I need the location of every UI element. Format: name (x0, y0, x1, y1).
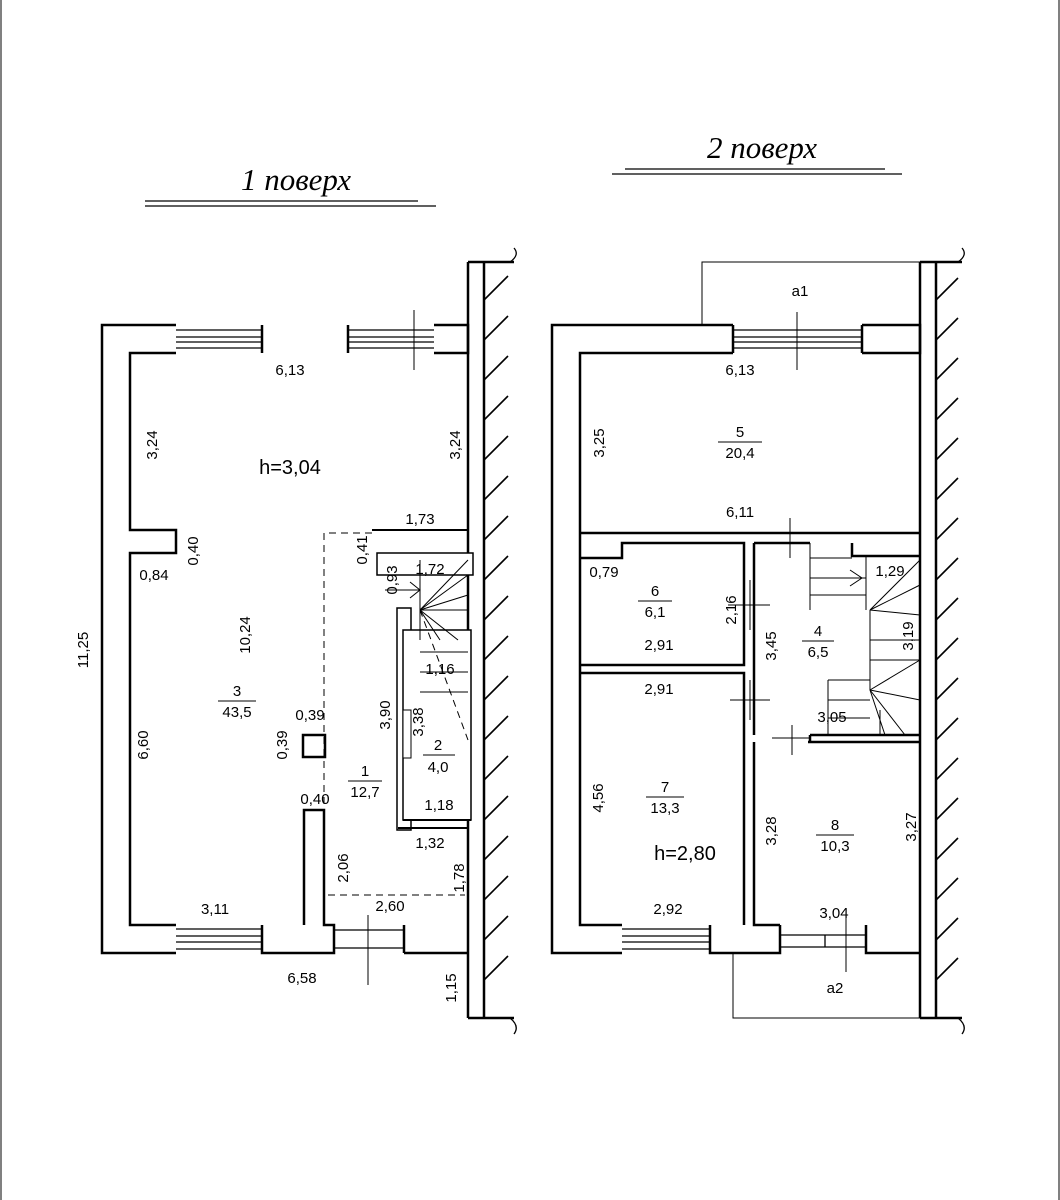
room-area: 43,5 (222, 704, 251, 721)
room-label: 7 13,3 (646, 779, 684, 817)
ceiling-height-label: h=2,80 (654, 843, 716, 865)
dimension-label: 3,19 (900, 621, 917, 650)
window-bottom (622, 912, 866, 972)
room-number: 2 (434, 737, 442, 754)
dimension-label: 0,84 (139, 567, 168, 584)
window-top (733, 312, 862, 370)
dimension-label: 1,32 (415, 835, 444, 852)
dimension-label: 1,72 (415, 561, 444, 578)
dimension-label: 1,29 (875, 563, 904, 580)
dimension-label: 3,25 (591, 428, 608, 457)
dimension-label: 0,40 (185, 536, 202, 565)
dimension-label: 6,13 (725, 362, 754, 379)
title-floor-1-text: 1 поверх (241, 162, 351, 197)
dimension-label: 3,11 (201, 901, 229, 918)
dimension-label: 6,11 (726, 504, 754, 521)
room-area: 20,4 (725, 445, 754, 462)
dimension-label: 0,39 (295, 707, 324, 724)
window-bottom (176, 915, 404, 985)
room-number: 7 (661, 779, 669, 796)
dimension-label: 4,56 (590, 783, 607, 812)
dimension-label: 0,79 (589, 564, 618, 581)
column (301, 733, 327, 759)
party-wall (918, 247, 965, 1035)
dimension-label: 3,04 (819, 905, 848, 922)
room-label: 4 6,5 (802, 623, 834, 661)
dimension-label: 3,90 (377, 700, 394, 729)
floor-2-labels: h=2,80 5 20,4 6 6,1 4 6,5 7 13,3 (589, 362, 920, 922)
title-floor-1: 1 поверх (145, 162, 436, 207)
room-1-boundary (323, 532, 372, 810)
room-number: 8 (831, 817, 839, 834)
room-area: 13,3 (650, 800, 679, 817)
room-area: 12,7 (350, 784, 379, 801)
door-markers (728, 518, 810, 755)
dimension-label: 11,25 (75, 632, 92, 668)
dimension-label: 1,15 (443, 973, 460, 1002)
dimension-label: 3,28 (763, 816, 780, 845)
dimension-label: 2,92 (653, 901, 682, 918)
dimension-label: 2,91 (644, 681, 673, 698)
room-area: 10,3 (820, 838, 849, 855)
stairs-floor-1 (385, 559, 469, 741)
dimension-label: 2,91 (644, 637, 673, 654)
room-area: 6,1 (645, 604, 666, 621)
dimension-label: 0,39 (274, 730, 291, 759)
floor-1-plan: h=3,04 3 43,5 1 12,7 2 4,0 6,13 3,24 3,2… (75, 247, 517, 1035)
stairs-floor-2 (809, 543, 921, 736)
dimension-label: 1,16 (425, 661, 454, 678)
title-floor-2-text: 2 поверх (707, 130, 817, 165)
balcony-a2: a2 (732, 953, 920, 1019)
interior-walls (372, 529, 474, 831)
dimension-label: 3,27 (903, 812, 920, 841)
window-top (176, 310, 434, 370)
dimension-label: 2,60 (375, 898, 404, 915)
room-number: 3 (233, 683, 241, 700)
dimension-label: 6,13 (275, 362, 304, 379)
dimension-label: 6,60 (135, 730, 152, 759)
room-number: 5 (736, 424, 744, 441)
dimension-label: 3,38 (410, 707, 427, 736)
dimension-label: 6,58 (287, 970, 316, 987)
dimension-label: 3,24 (144, 430, 161, 459)
room-number: 6 (651, 583, 659, 600)
room-label: 1 12,7 (348, 763, 382, 801)
dimension-label: 2,16 (723, 595, 740, 624)
balcony-label: a2 (827, 980, 844, 997)
dimension-label: 3,05 (817, 709, 846, 726)
floor-1-labels: h=3,04 3 43,5 1 12,7 2 4,0 6,13 3,24 3,2… (75, 362, 468, 1003)
ceiling-height-label: h=3,04 (259, 457, 321, 479)
dimension-label: 0,93 (384, 565, 401, 594)
dimension-label: 10,24 (237, 616, 254, 654)
balcony-label: a1 (792, 283, 809, 300)
dimension-label: 3,24 (447, 430, 464, 459)
dimension-label: 0,40 (300, 791, 329, 808)
room-label: 6 6,1 (638, 583, 672, 621)
room-number: 1 (361, 763, 369, 780)
room-label: 2 4,0 (423, 737, 455, 776)
exterior-walls (550, 323, 922, 955)
dimension-label: 1,78 (451, 863, 468, 892)
room-label: 5 20,4 (718, 424, 762, 462)
dimension-label: 1,18 (424, 797, 453, 814)
room-area: 6,5 (808, 644, 829, 661)
room-number: 4 (814, 623, 822, 640)
floor-2-plan: a1 a2 (550, 247, 965, 1035)
dimension-label: 0,41 (354, 535, 371, 564)
room-label: 8 10,3 (816, 817, 854, 855)
party-wall (466, 247, 517, 1035)
room-label: 3 43,5 (218, 683, 256, 721)
dimension-label: 2,06 (335, 853, 352, 882)
interior-walls (580, 531, 920, 927)
title-floor-2: 2 поверх (612, 130, 902, 175)
room-area: 4,0 (428, 759, 449, 776)
dimension-label: 3,45 (763, 631, 780, 660)
dimension-label: 1,73 (405, 511, 434, 528)
balcony-a1: a1 (701, 261, 920, 325)
